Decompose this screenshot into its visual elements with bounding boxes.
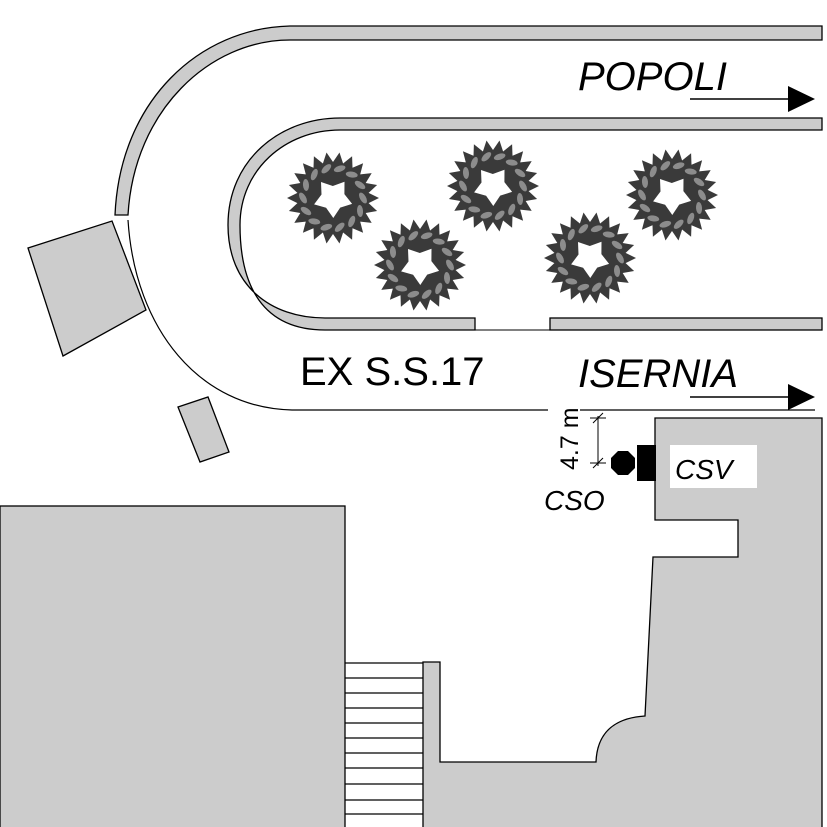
building-small-2 — [177, 396, 230, 463]
cso-sensor-icon — [611, 451, 635, 475]
csv-sensor-icon — [637, 445, 656, 481]
island-curb-right — [549, 317, 823, 331]
csv-label-box — [670, 445, 757, 488]
label-road: EX S.S.17 — [300, 350, 485, 394]
stairs — [345, 662, 423, 815]
label-popoli: POPOLI — [578, 55, 727, 99]
island-curb — [227, 117, 823, 331]
tree-5 — [626, 149, 718, 241]
tree-2 — [447, 140, 539, 232]
label-cso: CSO — [544, 485, 605, 516]
road-edge — [127, 219, 815, 411]
arrow-isernia — [690, 384, 815, 410]
building-small-1 — [27, 220, 147, 357]
building-left — [0, 505, 346, 827]
tree-4 — [544, 212, 636, 304]
arrow-popoli — [690, 86, 815, 112]
building-right — [422, 417, 823, 827]
label-isernia: ISERNIA — [578, 352, 738, 396]
label-csv: CSV — [675, 454, 735, 485]
distance-label: 4.7 m — [556, 407, 584, 470]
trees — [287, 140, 718, 311]
outer-curb — [114, 25, 823, 216]
tree-1 — [287, 152, 379, 244]
tree-3 — [374, 219, 466, 311]
dimension-line — [590, 412, 606, 469]
